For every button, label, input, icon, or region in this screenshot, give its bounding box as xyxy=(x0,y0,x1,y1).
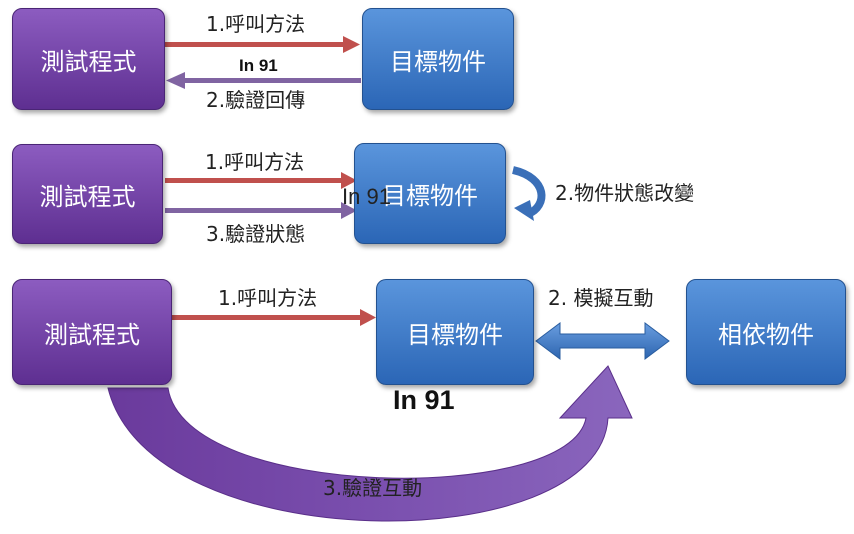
row2-state-change-label: 2.物件狀態改變 xyxy=(555,181,695,205)
row1-verify-label: 2.驗證回傳 xyxy=(206,88,306,112)
row2-call-arrow xyxy=(165,172,357,189)
row1-call-label: 1.呼叫方法 xyxy=(206,12,306,36)
row2-target-object-box: 目標物件 xyxy=(354,143,506,244)
row2-verify-arrow xyxy=(165,202,357,219)
row2-state-change-arrow xyxy=(511,166,546,221)
row3-target-object-box: 目標物件 xyxy=(376,279,534,385)
row3-call-arrow xyxy=(172,309,376,326)
row3-simulate-double-arrow xyxy=(535,322,670,360)
row3-dependency-object-label: 相依物件 xyxy=(718,320,814,349)
row3-target-object-label: 目標物件 xyxy=(407,320,503,349)
row2-test-program-label: 測試程式 xyxy=(39,182,136,211)
row1-verify-arrow xyxy=(166,72,361,89)
row3-call-label: 1.呼叫方法 xyxy=(218,286,318,310)
row1-target-object-box: 目標物件 xyxy=(362,8,514,110)
row3-test-program-box: 測試程式 xyxy=(12,279,172,385)
row1-test-program-box: 測試程式 xyxy=(12,8,165,110)
row2-test-program-box: 測試程式 xyxy=(12,144,163,244)
row3-watermark: In 91 xyxy=(393,385,455,415)
row3-simulate-label: 2. 模擬互動 xyxy=(548,286,654,310)
row1-call-arrow xyxy=(165,36,360,53)
row2-watermark: In 91 xyxy=(342,184,391,209)
row1-test-program-label: 測試程式 xyxy=(40,47,137,76)
row3-test-program-label: 測試程式 xyxy=(44,320,140,349)
row1-target-object-label: 目標物件 xyxy=(390,47,486,76)
row2-call-label: 1.呼叫方法 xyxy=(205,150,305,174)
row3-verify-interaction-arrow xyxy=(107,365,633,522)
row3-dependency-object-box: 相依物件 xyxy=(686,279,846,385)
row2-verify-label: 3.驗證狀態 xyxy=(206,222,306,246)
row3-verify-interaction-label: 3.驗證互動 xyxy=(323,476,423,500)
row2-target-object-label: 目標物件 xyxy=(382,182,478,210)
row1-watermark: In 91 xyxy=(239,56,278,75)
